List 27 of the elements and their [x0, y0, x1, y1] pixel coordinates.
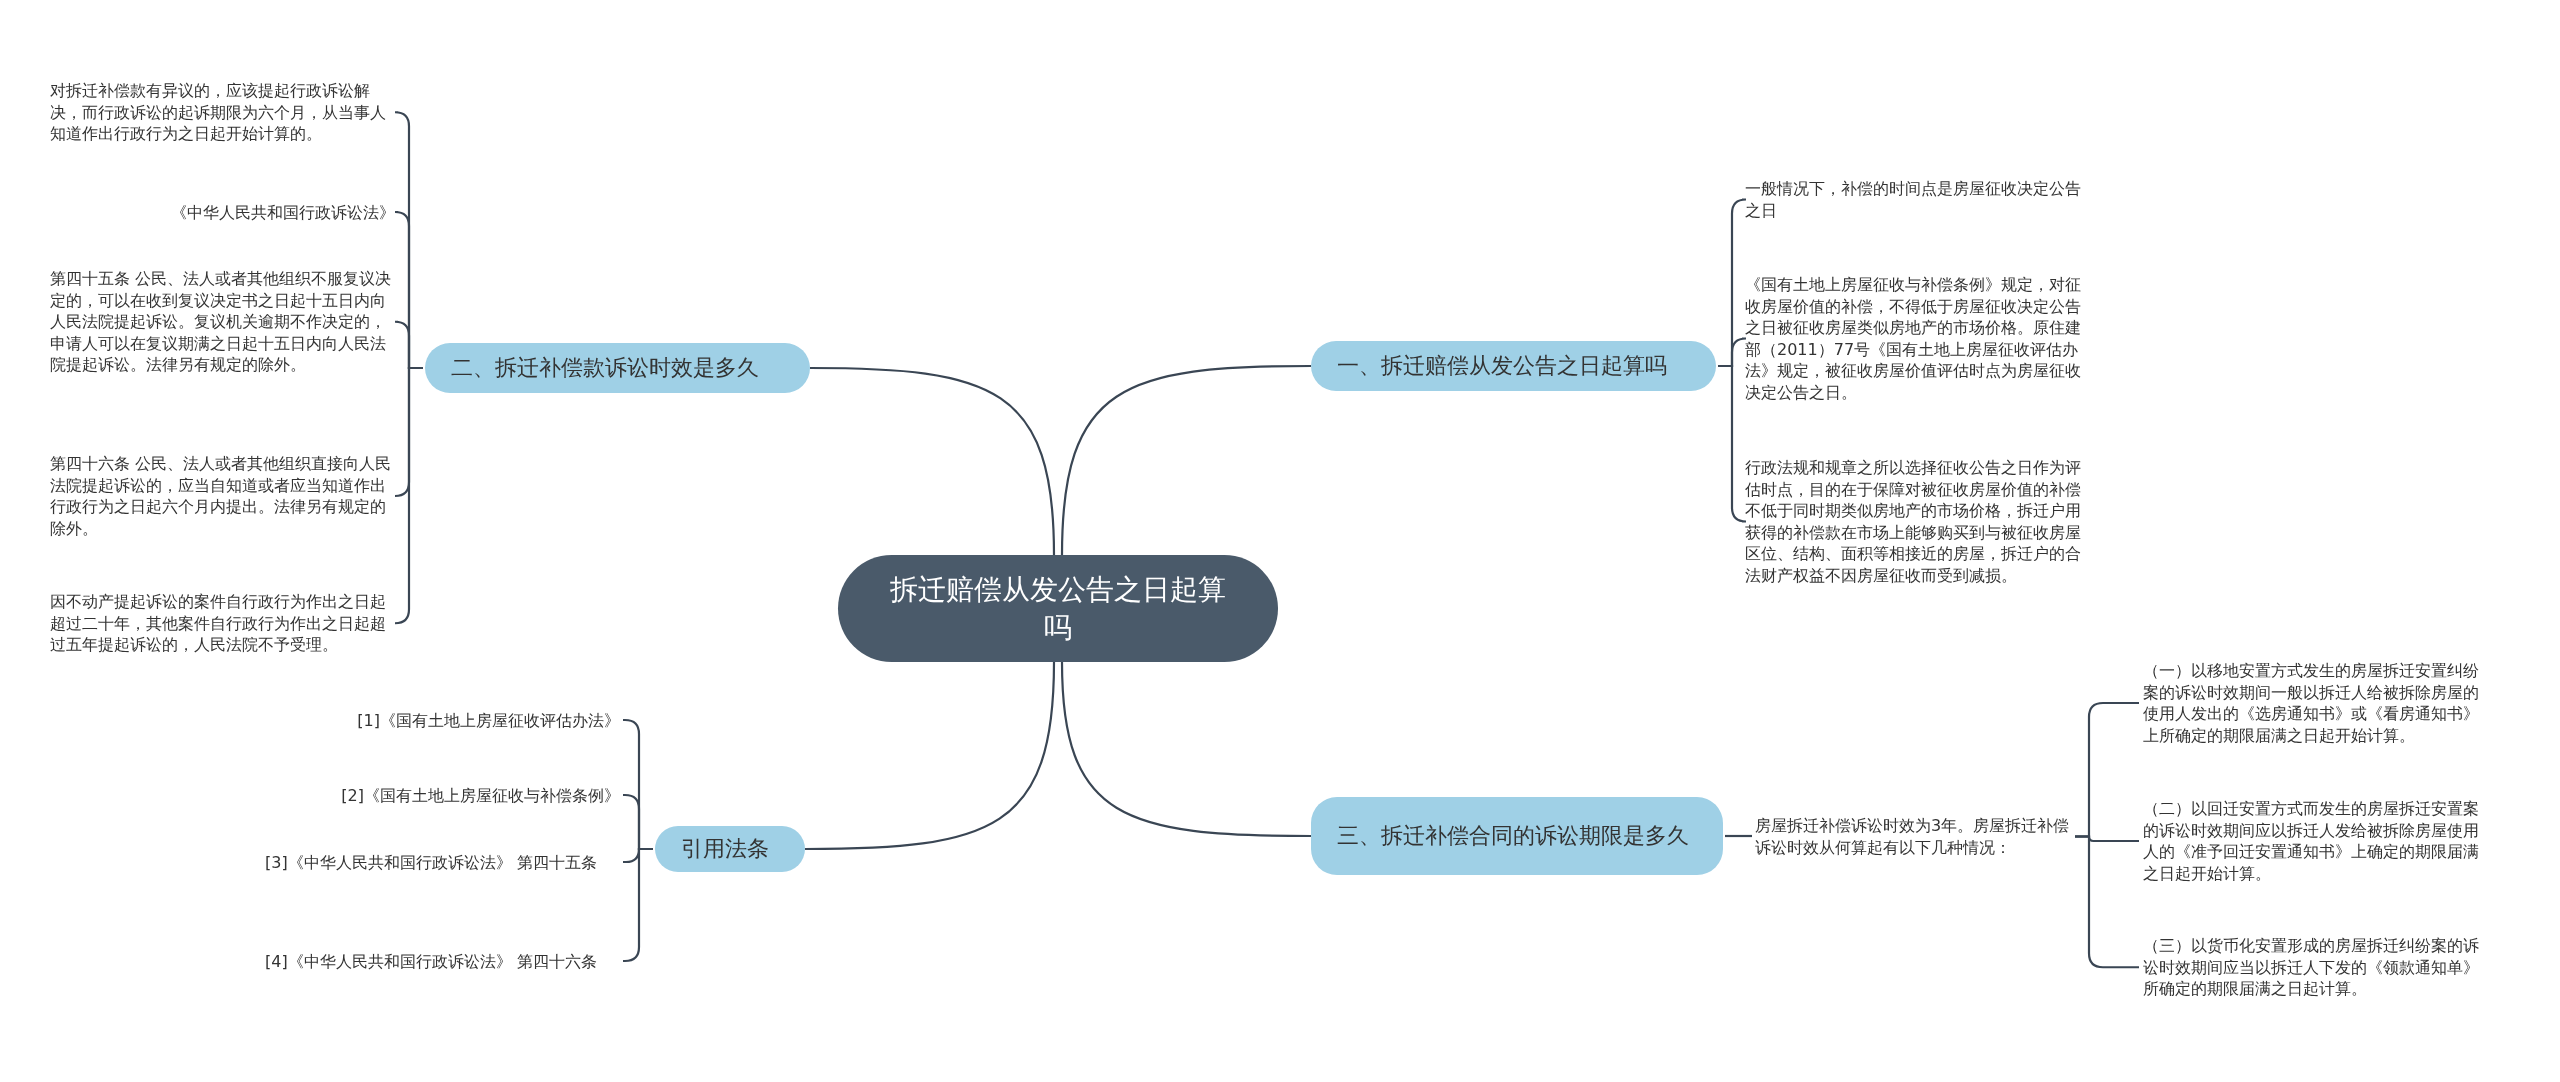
note-text: 第四十六条 公民、法人或者其他组织直接向人民法院提起诉讼的，应当自知道或者应当知道作出行政行为之日起六个月内提出。法律另有规定的除外。 — [50, 453, 395, 539]
topic-bubble: 三、拆迁补偿合同的诉讼期限是多久 — [1311, 797, 1723, 875]
note-text: 因不动产提起诉讼的案件自行政行为作出之日起超过二十年，其他案件自行政行为作出之日起超过五年提起诉讼的，人民法院不予受理。 — [50, 591, 395, 656]
note-text: [4]《中华人民共和国行政诉讼法》 第四十六条 — [265, 951, 620, 973]
connector-line — [2075, 835, 2139, 969]
note-text: 《国有土地上房屋征收与补偿条例》规定，对征收房屋价值的补偿，不得低于房屋征收决定公告之日被征收房屋类似房地产的市场价格。原住建部（2011）77号《国有土地上房屋征收评估办法》规定，被征收房屋价值评估时点为房屋征收决定公告之日。 — [1745, 274, 2090, 403]
note-text: 房屋拆迁补偿诉讼时效为3年。房屋拆迁补偿诉讼时效从何算起有以下几种情况： — [1755, 815, 2073, 858]
note-text: 一般情况下，补偿的时间点是房屋征收决定公告之日 — [1745, 178, 2090, 221]
note-text: （二）以回迁安置方式而发生的房屋拆迁安置案的诉讼时效期间应以拆迁人发给被拆除房屋使用人的《准予回迁安置通知书》上确定的期限届满之日起开始计算。 — [2143, 798, 2488, 884]
connector-line — [1060, 364, 1311, 556]
connector-line — [1060, 661, 1311, 838]
central-topic: 拆迁赔偿从发公告之日起算吗 — [838, 555, 1278, 662]
topic-bubble: 一、拆迁赔偿从发公告之日起算吗 — [1311, 341, 1716, 391]
note-text: （三）以货币化安置形成的房屋拆迁纠纷案的诉讼时效期间应当以拆迁人下发的《领款通知单》所确定的期限届满之日起计算。 — [2143, 935, 2488, 1000]
connector-line — [1725, 834, 1752, 838]
note-text: [3]《中华人民共和国行政诉讼法》 第四十五条 — [265, 852, 620, 874]
topic-bubble: 二、拆迁补偿款诉讼时效是多久 — [425, 343, 810, 393]
note-text: 《中华人民共和国行政诉讼法》 — [50, 202, 395, 224]
note-text: 行政法规和规章之所以选择征收公告之日作为评估时点，目的在于保障对被征收房屋价值的补偿不低于同时期类似房地产的市场价格，拆迁户用获得的补偿款在市场上能够购买到与被征收房屋区位、结构、面积等相接近的房屋，拆迁户的合法财产权益不因房屋征收而受到减损。 — [1745, 457, 2090, 586]
note-text: 对拆迁补偿款有异议的，应该提起行政诉讼解决，而行政诉讼的起诉期限为六个月，从当事人知道作出行政行为之日起开始计算的。 — [50, 80, 395, 145]
connector-line — [810, 366, 1056, 556]
connector-line — [805, 661, 1056, 851]
note-text: （一）以移地安置方式发生的房屋拆迁安置纠纷案的诉讼时效期间一般以拆迁人给被拆除房屋的使用人发出的《选房通知书》或《看房通知书》上所确定的期限届满之日起开始计算。 — [2143, 660, 2488, 746]
note-text: 第四十五条 公民、法人或者其他组织不服复议决定的，可以在收到复议决定书之日起十五日内向人民法院提起诉讼。复议机关逾期不作决定的，申请人可以在复议期满之日起十五日内向人民法院提起诉讼。法律另有规定的除外。 — [50, 268, 395, 376]
note-text: [2]《国有土地上房屋征收与补偿条例》 — [265, 785, 620, 807]
topic-bubble: 引用法条 — [655, 826, 805, 872]
note-text: [1]《国有土地上房屋征收评估办法》 — [265, 710, 620, 732]
